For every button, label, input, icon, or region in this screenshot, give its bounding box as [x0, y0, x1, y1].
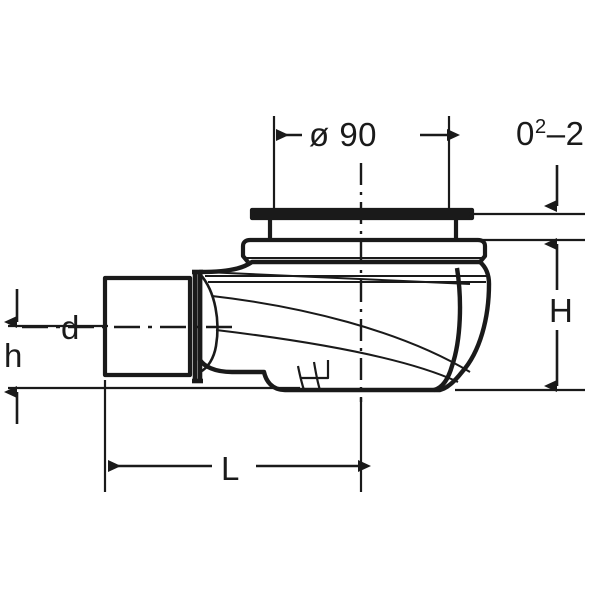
dimension-label-diameter: ø 90 [309, 116, 378, 153]
dimension-label-height: H [549, 292, 573, 329]
dimension-label-tolerance: 02–2 [516, 115, 585, 152]
dimension-label-outlet-height: h [4, 337, 23, 374]
dimension-label-outlet-diameter: d [61, 309, 80, 346]
tolerance-tail: –2 [546, 115, 585, 152]
tolerance-base: 0 [516, 115, 535, 152]
dimension-label-length: L [221, 450, 240, 487]
extension-lines [8, 116, 585, 492]
flange-neck [267, 218, 459, 240]
flange-plate [249, 207, 475, 221]
trap-body-right-wall [433, 267, 463, 393]
bottom-ribs [296, 360, 330, 391]
seal-ring-housing [240, 237, 488, 264]
outlet-baffle [199, 273, 219, 374]
outlet-pipe [102, 275, 193, 378]
body-internal-lines [204, 271, 489, 383]
seal-ring-inner-lines [245, 257, 484, 264]
tolerance-exponent: 2 [534, 115, 547, 138]
